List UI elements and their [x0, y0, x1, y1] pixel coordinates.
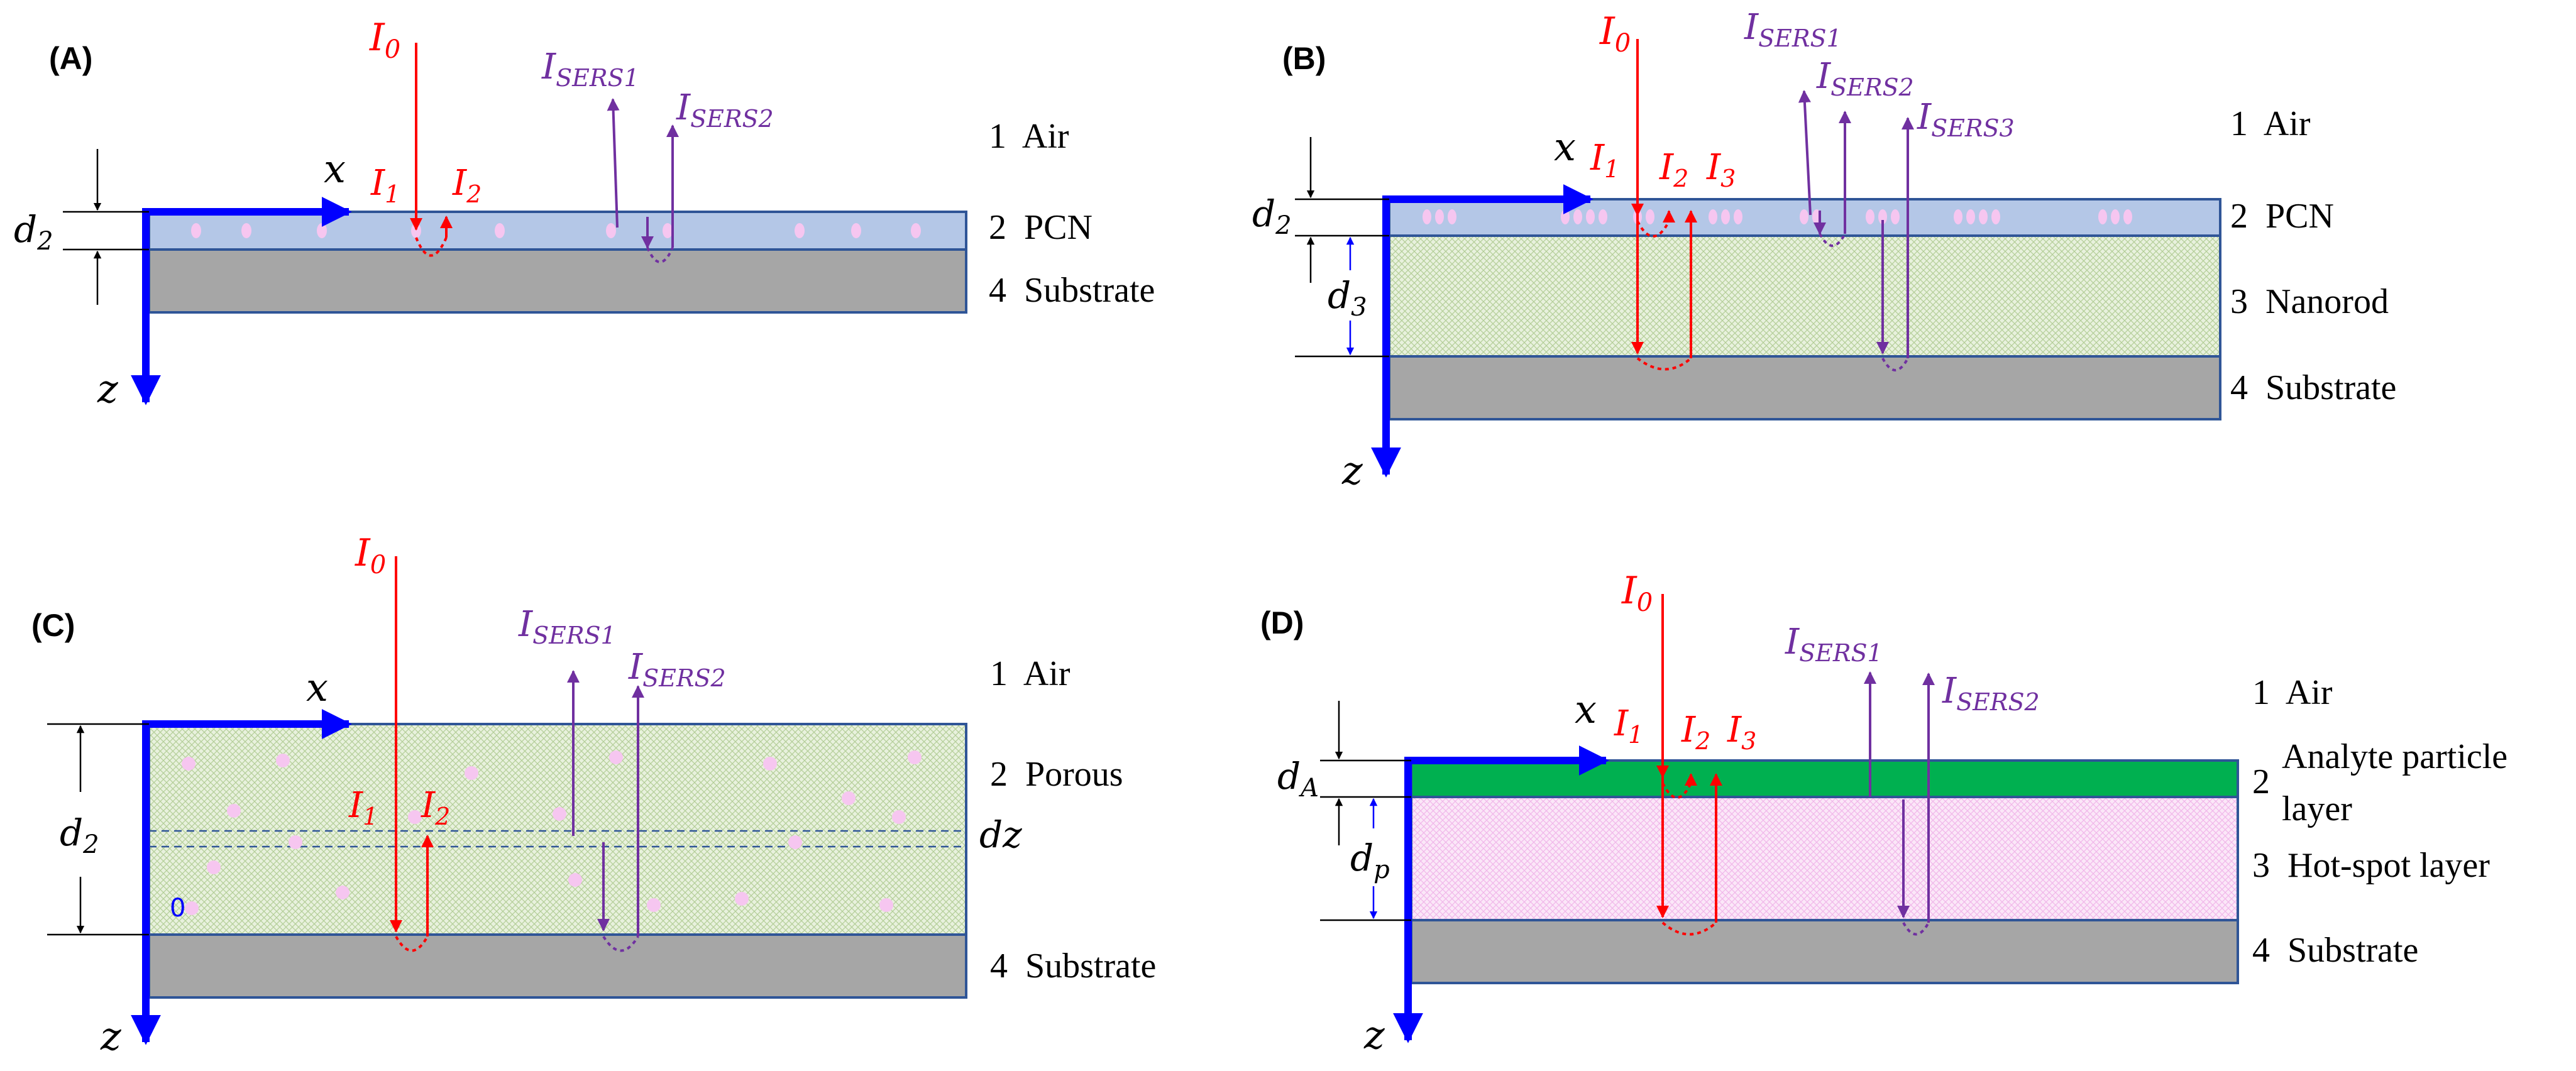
i0-label: I0 — [369, 16, 400, 64]
layer-label-air: 1 Air — [2252, 673, 2333, 712]
layer-label-pcn: 2 PCN — [2230, 197, 2334, 236]
layer-label-substrate: 4 Substrate — [2252, 931, 2418, 970]
sers3-label: ISERS3 — [1917, 97, 2015, 142]
i3-label: I3 — [1727, 710, 1756, 755]
substrate-layer — [1410, 919, 2239, 984]
pcn-particles — [1423, 209, 2132, 224]
beam-sers1 — [607, 98, 620, 228]
layer-label-air: 1 Air — [989, 117, 1069, 156]
layer-label-analyte-number: 2 — [2252, 762, 2270, 801]
panel-c: (C) x z 0 d2 dz I0 I1 I2 — [31, 531, 1156, 1059]
i1-label: I1 — [370, 163, 400, 208]
i1-label: I1 — [348, 785, 378, 830]
sers1-label: ISERS1 — [518, 604, 616, 649]
porous-layer — [148, 723, 967, 936]
z-axis-label: z — [1363, 1012, 1385, 1058]
hot-spot-layer — [1410, 796, 2239, 921]
sers1-label: ISERS1 — [541, 47, 639, 92]
i0-label: I0 — [355, 531, 386, 579]
porous-particles — [182, 750, 922, 915]
i0-label: I0 — [1599, 9, 1631, 58]
i2-label: I2 — [1659, 147, 1688, 192]
d2-label: d2 — [60, 811, 99, 859]
dp-label: dp — [1350, 837, 1390, 884]
panel-c-label: (C) — [31, 608, 75, 643]
layer-label-porous: 2 Porous — [990, 755, 1123, 794]
x-axis-label: x — [1575, 686, 1597, 732]
layer-label-pcn: 2 PCN — [989, 208, 1093, 247]
dA-label: dA — [1277, 755, 1319, 803]
d2-label: d2 — [14, 208, 53, 256]
substrate-layer — [148, 933, 967, 999]
i2-label: I2 — [1681, 710, 1710, 755]
pcn-layer — [148, 211, 967, 251]
d2-label: d2 — [1252, 192, 1292, 240]
z-axis-label: z — [97, 366, 118, 412]
panel-b-label: (B) — [1282, 41, 1326, 76]
panel-a-label: (A) — [49, 41, 92, 76]
layer-label-air: 1 Air — [990, 654, 1071, 693]
sers1-label: ISERS1 — [1785, 622, 1883, 667]
x-axis-label: x — [324, 146, 346, 192]
substrate-layer — [148, 248, 967, 314]
origin-label: 0 — [170, 894, 185, 923]
panel-d: (D) x z dA dp I0 I1 I2 I3 ISERS1 IS — [1260, 569, 2507, 1058]
x-axis-label: x — [1554, 124, 1576, 170]
substrate-layer — [1388, 355, 2221, 420]
d3-label: d3 — [1328, 274, 1367, 322]
i1-label: I1 — [1590, 138, 1619, 183]
layer-label-nanorod: 3 Nanorod — [2230, 282, 2389, 321]
x-axis-label: x — [306, 664, 328, 710]
dz-label: dz — [979, 813, 1022, 856]
sers1-label: ISERS1 — [1744, 7, 1842, 52]
beam-sers1 — [1798, 90, 1812, 216]
sers2-label: ISERS2 — [1816, 56, 1914, 101]
i3-label: I3 — [1706, 147, 1736, 192]
sers2-label: ISERS2 — [628, 647, 726, 692]
panel-a: (A) x z d2 I0 I1 I2 ISERS1 ISE — [14, 16, 1155, 412]
i1-label: I1 — [1614, 703, 1643, 749]
layer-label-air: 1 Air — [2230, 104, 2311, 143]
layer-label-substrate: 4 Substrate — [990, 947, 1156, 986]
z-axis-label: z — [1341, 448, 1363, 493]
layer-label-substrate: 4 Substrate — [2230, 368, 2396, 407]
layer-label-substrate: 4 Substrate — [989, 271, 1155, 310]
layer-label-hot-spot: 3 Hot-spot layer — [2252, 846, 2490, 885]
i0-label: I0 — [1621, 569, 1653, 617]
sers2-label: ISERS2 — [1942, 671, 2040, 716]
panel-b: (B) x z d2 d3 I0 — [1252, 7, 2396, 493]
nanorod-layer — [1388, 234, 2221, 358]
z-axis-label: z — [100, 1013, 121, 1059]
layer-label-analyte-line2: layer — [2282, 789, 2352, 828]
i2-label: I2 — [421, 785, 450, 830]
panel-d-label: (D) — [1260, 605, 1304, 640]
i2-label: I2 — [452, 163, 482, 208]
analyte-particle-layer — [1410, 759, 2239, 798]
sers2-label: ISERS2 — [676, 87, 774, 133]
layer-label-analyte-line1: Analyte particle — [2282, 737, 2507, 776]
